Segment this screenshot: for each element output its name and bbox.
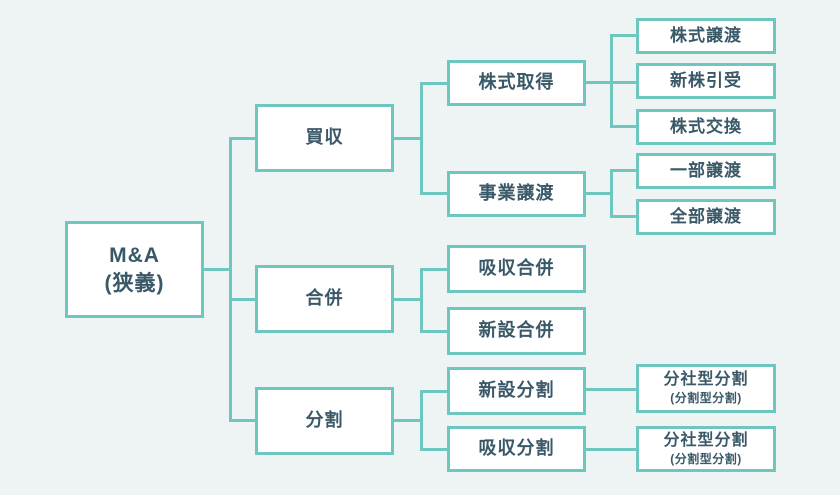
node-partial-transfer: 一部譲渡	[636, 153, 776, 189]
connector-stub-jigyo-joto	[420, 192, 447, 195]
connector-stub-zenbu-joto	[610, 215, 636, 218]
node-consolidation-merger: 新設合併	[447, 307, 586, 355]
node-stock-acquisition-label: 株式取得	[478, 72, 555, 93]
node-split-off-type-incorporation-label: 分社型分割	[663, 371, 749, 389]
connector-bunkatsu-horizontal	[394, 419, 423, 422]
node-stock-transfer: 株式譲渡	[636, 18, 776, 54]
node-ma-narrow-label: M&A	[109, 244, 160, 268]
connector-stub-gappei	[232, 298, 255, 301]
connector-root-horizontal	[204, 268, 232, 271]
connector-stub-kabushiki-shutoku	[420, 82, 447, 85]
connector-shinsetsu-bunkatsu-leaf	[586, 388, 636, 391]
node-new-share-subscription-label: 新株引受	[670, 70, 742, 90]
node-incorporation-split-label: 新設分割	[478, 380, 555, 401]
connector-trunk-jigyo-joto	[610, 169, 613, 218]
connector-gappei-horizontal	[394, 298, 423, 301]
node-merger-label: 合併	[305, 288, 344, 309]
node-absorption-split-label: 吸収分割	[478, 438, 555, 459]
node-merger: 合併	[255, 265, 394, 333]
node-split: 分割	[255, 387, 394, 455]
node-stock-transfer-label: 株式譲渡	[670, 25, 742, 45]
connector-stub-kabushiki-joto	[610, 34, 636, 37]
node-split-off-type-incorporation: 分社型分割 (分割型分割)	[636, 364, 776, 413]
connector-trunk-bunkatsu	[420, 390, 423, 451]
node-full-transfer-label: 全部譲渡	[670, 206, 742, 226]
node-partial-transfer-label: 一部譲渡	[670, 160, 742, 180]
node-stock-exchange: 株式交換	[636, 109, 776, 145]
connector-trunk-level1	[229, 137, 232, 422]
node-split-off-type-absorption-sublabel: (分割型分割)	[670, 451, 742, 466]
node-full-transfer: 全部譲渡	[636, 199, 776, 235]
node-business-transfer-label: 事業譲渡	[478, 183, 555, 204]
node-stock-exchange-label: 株式交換	[670, 116, 742, 136]
node-absorption-merger: 吸収合併	[447, 245, 586, 293]
node-acquisition-label: 買収	[305, 127, 344, 148]
node-absorption-merger-label: 吸収合併	[478, 258, 555, 279]
connector-stub-kyushu-gappei	[420, 268, 447, 271]
connector-stub-bunkatsu	[232, 419, 255, 422]
connector-stub-baishu	[232, 137, 255, 140]
connector-kyushu-bunkatsu-leaf	[586, 448, 636, 451]
connector-stub-kabushiki-kokan	[610, 125, 636, 128]
connector-trunk-baishu	[420, 82, 423, 195]
connector-jigyo-joto-horizontal	[586, 192, 613, 195]
node-incorporation-split: 新設分割	[447, 367, 586, 415]
connector-stub-shinsetsu-gappei	[420, 330, 447, 333]
node-stock-acquisition: 株式取得	[447, 60, 586, 106]
node-split-off-type-absorption: 分社型分割 (分割型分割)	[636, 426, 776, 472]
node-new-share-subscription: 新株引受	[636, 63, 776, 99]
connector-stub-kyushu-bunkatsu	[420, 448, 447, 451]
node-acquisition: 買収	[255, 104, 394, 172]
node-business-transfer: 事業譲渡	[447, 171, 586, 217]
node-split-off-type-absorption-label: 分社型分割	[663, 431, 749, 449]
connector-trunk-kabushiki-shutoku	[610, 34, 613, 128]
node-split-off-type-incorporation-sublabel: (分割型分割)	[670, 391, 742, 406]
node-ma-narrow-root: M&A (狭義)	[65, 221, 204, 318]
connector-baishu-horizontal	[394, 137, 423, 140]
connector-trunk-gappei	[420, 268, 423, 333]
connector-stub-ichibu-joto	[610, 169, 636, 172]
connector-stub-shinsetsu-bunkatsu	[420, 390, 447, 393]
node-consolidation-merger-label: 新設合併	[478, 320, 555, 341]
node-split-label: 分割	[305, 410, 344, 431]
node-absorption-split: 吸収分割	[447, 426, 586, 472]
node-ma-narrow-sublabel: (狭義)	[104, 271, 165, 295]
